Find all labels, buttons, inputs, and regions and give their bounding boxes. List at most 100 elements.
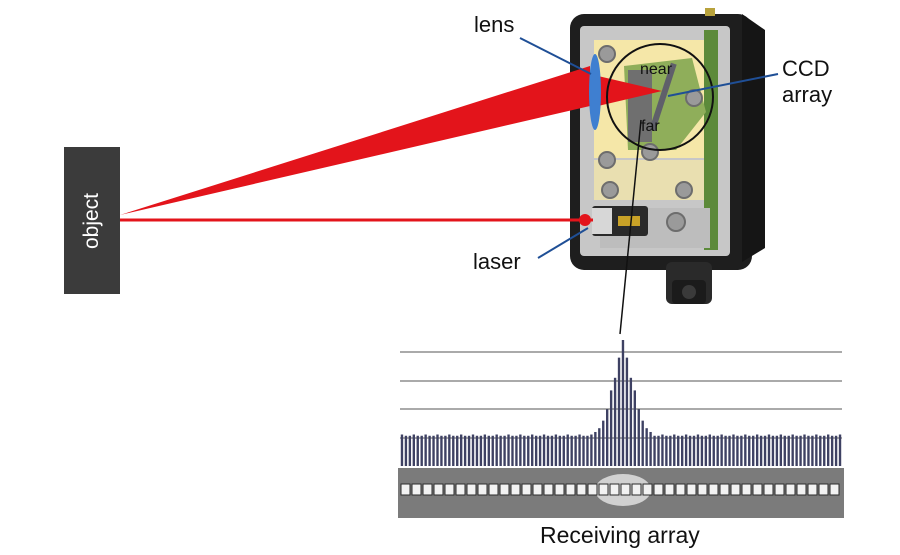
array-bar — [700, 435, 704, 466]
array-bar — [404, 435, 408, 466]
array-bar — [834, 435, 838, 466]
array-bar — [830, 435, 834, 466]
array-bar — [531, 434, 534, 466]
ccd-sensor — [649, 62, 677, 132]
ccd-label-line1: CCD — [782, 56, 830, 81]
array-cell — [609, 483, 620, 496]
array-bar — [550, 435, 554, 466]
array-bar — [598, 428, 601, 466]
array-bar — [408, 435, 412, 466]
near-label: near — [640, 61, 673, 78]
array-bar — [483, 434, 487, 466]
array-cell — [697, 483, 708, 496]
array-cell — [521, 483, 532, 496]
array-cell — [719, 483, 730, 496]
array-bar — [807, 435, 810, 466]
array-bar — [609, 390, 613, 466]
array-bar — [823, 435, 826, 466]
array-bar — [606, 409, 609, 466]
array-bar — [744, 434, 747, 466]
array-bar — [688, 435, 692, 466]
array-bar — [838, 434, 842, 466]
array-bar — [578, 434, 581, 466]
array-bar — [499, 435, 502, 466]
array-bar — [767, 434, 771, 466]
array-bar — [692, 435, 696, 466]
array-cell — [466, 483, 477, 496]
array-bar — [716, 435, 719, 466]
array-bar — [428, 435, 431, 466]
array-bar — [487, 435, 490, 466]
ccd-array-label: CCD array — [782, 56, 832, 108]
array-cell — [576, 483, 587, 496]
array-cell — [708, 483, 719, 496]
array-bar — [479, 435, 483, 466]
array-bar — [562, 435, 565, 466]
array-bar — [684, 434, 688, 466]
array-bar — [416, 435, 419, 466]
array-bar — [471, 434, 475, 466]
receiving-array-label: Receiving array — [540, 522, 700, 548]
array-bar — [566, 434, 569, 466]
array-cell — [411, 483, 422, 496]
array-bar — [704, 435, 708, 466]
array-bar — [657, 435, 660, 466]
array-bar — [641, 420, 644, 466]
array-bar — [475, 435, 479, 466]
array-cell — [532, 483, 543, 496]
array-cell — [510, 483, 521, 496]
array-cell — [807, 483, 818, 496]
array-bar — [677, 435, 680, 466]
array-cell — [455, 483, 466, 496]
zoom-line — [619, 119, 642, 335]
ccd-label-line2: array — [782, 82, 833, 107]
array-bar — [507, 434, 510, 466]
array-bar — [775, 435, 779, 466]
array-cell — [796, 483, 807, 496]
array-cell — [620, 483, 631, 496]
array-bar — [680, 435, 684, 466]
array-bar — [708, 434, 711, 466]
array-cell — [774, 483, 785, 496]
array-cell — [565, 483, 576, 496]
array-bar — [827, 434, 830, 466]
chart-gridlines — [400, 351, 842, 439]
array-cell — [785, 483, 796, 496]
array-bar — [491, 435, 494, 466]
array-cell — [444, 483, 455, 496]
array-cell — [752, 483, 763, 496]
receiving-array-strip — [398, 468, 844, 518]
array-bar — [633, 390, 636, 466]
array-bar — [420, 435, 423, 466]
array-bar — [456, 435, 459, 466]
array-bar — [696, 434, 700, 466]
array-bar — [645, 428, 648, 466]
object-block: object — [64, 147, 120, 294]
array-bar — [661, 434, 664, 466]
array-bar — [546, 435, 550, 466]
array-bar — [819, 435, 822, 466]
array-cell — [664, 483, 675, 496]
array-bar — [558, 435, 562, 466]
far-label: far — [641, 118, 660, 135]
object-label: object — [80, 192, 103, 249]
ccd-callout — [667, 73, 779, 97]
array-bar — [763, 435, 767, 466]
array-bar — [574, 435, 577, 466]
array-cell — [400, 483, 411, 496]
array-bar — [669, 435, 672, 466]
array-cell — [763, 483, 774, 496]
array-bar — [503, 435, 506, 466]
array-bar — [740, 435, 743, 466]
laser-label: laser — [473, 249, 521, 274]
array-bar — [570, 435, 573, 466]
array-cell — [543, 483, 554, 496]
array-bar — [432, 435, 435, 466]
array-bar — [625, 357, 629, 466]
callouts — [519, 37, 779, 259]
array-bar — [712, 435, 715, 466]
array-bar — [586, 435, 589, 466]
array-bar — [752, 435, 755, 466]
